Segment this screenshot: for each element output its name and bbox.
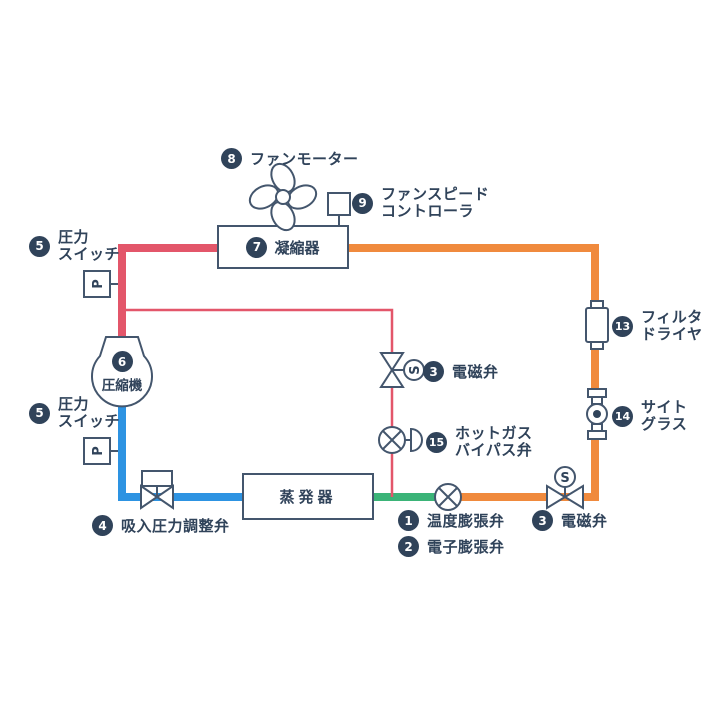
pressure-switch-top-label: 5 圧力 スイッチ — [29, 229, 120, 263]
pressure-gauge-bottom-icon: P — [83, 437, 111, 465]
sight-glass-badge: 14 — [612, 405, 633, 427]
thermal-expansion-valve-badge: 1 — [398, 510, 419, 531]
fan-speed-controller-label: 9 ファンスピード コントローラ — [352, 186, 489, 220]
condenser-badge: 7 — [246, 236, 268, 258]
thermal-expansion-valve-label: 1 温度膨張弁 — [398, 510, 505, 531]
hot-gas-bypass-valve-badge: 15 — [426, 431, 447, 453]
suction-pressure-valve-symbol — [140, 470, 174, 510]
condenser-label: 7 凝縮器 — [218, 226, 348, 268]
solenoid-valve-mid-symbol: S — [379, 352, 425, 388]
hot-gas-bypass-valve-label: 15 ホットガス バイパス弁 — [426, 425, 533, 459]
pressure-indicator-letter: P — [91, 446, 106, 456]
fan-speed-controller-symbol — [327, 192, 351, 216]
suction-pressure-valve-badge: 4 — [92, 515, 113, 536]
solenoid-indicator-letter: S — [560, 471, 569, 486]
filter-dryer-label: 13 フィルタ ドライヤ — [612, 309, 703, 343]
condenser-box — [217, 225, 349, 269]
fan-speed-controller-badge: 9 — [352, 192, 373, 214]
sight-glass-symbol — [586, 388, 608, 440]
fan-icon — [248, 162, 318, 232]
pressure-switch-bottom-line1: 圧力 — [58, 395, 90, 413]
fan-motor-name: ファンモーター — [250, 150, 359, 168]
hot-gas-bypass-line1: ホットガス — [455, 424, 533, 442]
solenoid-valve-mid-badge: 3 — [423, 361, 444, 382]
filter-dryer-badge: 13 — [612, 315, 633, 337]
suction-pressure-valve-label: 4 吸入圧力調整弁 — [92, 515, 230, 536]
solenoid-indicator-letter: S — [408, 365, 423, 374]
fan-speed-controller-name-line1: ファンスピード — [381, 185, 490, 203]
pressure-switch-top-badge: 5 — [29, 235, 50, 257]
fan-motor-label: 8 ファンモーター — [221, 148, 359, 169]
liquid-pipe — [348, 244, 599, 501]
solenoid-valve-mid-label: 3 電磁弁 — [423, 361, 499, 382]
pressure-switch-bottom-label: 5 圧力 スイッチ — [29, 396, 120, 430]
sight-glass-line2: グラス — [641, 415, 688, 433]
solenoid-valve-right-symbol: S — [546, 466, 584, 510]
pressure-indicator-letter: P — [91, 279, 106, 289]
suction-pressure-valve-name: 吸入圧力調整弁 — [121, 517, 230, 535]
pressure-switch-bottom-line2: スイッチ — [58, 412, 121, 430]
solenoid-valve-mid-name: 電磁弁 — [452, 363, 499, 381]
pressure-gauge-top-icon: P — [83, 270, 111, 298]
filter-dryer-line1: フィルタ — [641, 308, 703, 326]
hot-gas-bypass-line2: バイパス弁 — [455, 441, 533, 459]
condenser-name: 凝縮器 — [274, 238, 320, 257]
compressor-name: 圧縮機 — [101, 378, 143, 394]
electronic-expansion-valve-label: 2 電子膨張弁 — [398, 536, 505, 557]
discharge-pipe — [118, 244, 218, 342]
filter-dryer-line2: ドライヤ — [641, 325, 703, 343]
evaporator-name: 蒸発器 — [279, 488, 337, 506]
thermal-expansion-valve-name: 温度膨張弁 — [427, 512, 505, 530]
pressure-switch-bottom-badge: 5 — [29, 402, 50, 424]
sight-glass-line1: サイト — [641, 398, 688, 416]
suction-pipe — [118, 404, 243, 501]
evaporator-box — [242, 473, 374, 520]
hot-gas-bypass-valve-symbol — [378, 426, 423, 454]
fan-motor-badge: 8 — [221, 148, 242, 169]
sight-glass-label: 14 サイト グラス — [612, 399, 688, 433]
filter-dryer-symbol — [585, 300, 609, 350]
hot-gas-bypass-pipe — [122, 308, 394, 497]
compressor-badge: 6 — [111, 351, 133, 372]
pressure-switch-top-line1: 圧力 — [58, 228, 90, 246]
solenoid-valve-right-badge: 3 — [532, 510, 553, 531]
solenoid-valve-right-name: 電磁弁 — [561, 512, 608, 530]
electronic-expansion-valve-badge: 2 — [398, 536, 419, 557]
electronic-expansion-valve-name: 電子膨張弁 — [427, 538, 505, 556]
evaporator-label: 蒸発器 — [243, 474, 373, 519]
fan-speed-controller-name-line2: コントローラ — [381, 202, 475, 220]
solenoid-valve-right-label: 3 電磁弁 — [532, 510, 608, 531]
expansion-valve-symbol — [434, 483, 462, 511]
compressor-label: 6 圧縮機 — [92, 351, 152, 394]
pressure-switch-top-line2: スイッチ — [58, 245, 121, 263]
